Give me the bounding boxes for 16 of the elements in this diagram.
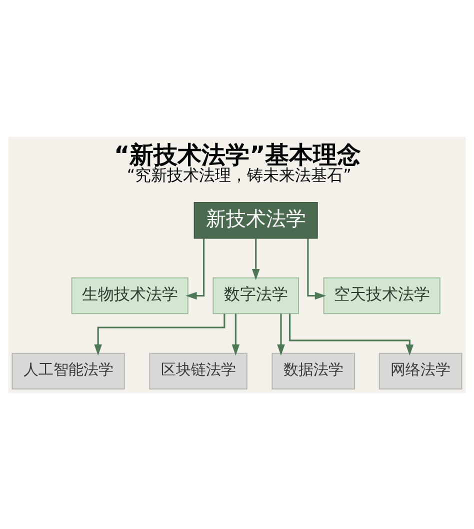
diagram-title: “新技术法学”基本理念 [114, 140, 362, 168]
node-box: 数据法学 [272, 352, 356, 390]
arrow [232, 313, 240, 356]
node-box: 新技术法学 [194, 202, 318, 238]
arrow [186, 238, 205, 300]
node-box: 网络法学 [378, 352, 462, 390]
arrow [252, 238, 260, 280]
node-box: 人工智能法学 [12, 352, 125, 390]
node-box: 数字法学 [212, 276, 300, 314]
arrow [277, 313, 285, 356]
arrow [307, 238, 326, 300]
node-box: 生物技术法学 [71, 276, 188, 314]
node-box: 区块链法学 [149, 352, 248, 390]
arrow [288, 313, 414, 356]
arrow [94, 313, 226, 356]
node-box: 空天技术法学 [323, 276, 440, 314]
